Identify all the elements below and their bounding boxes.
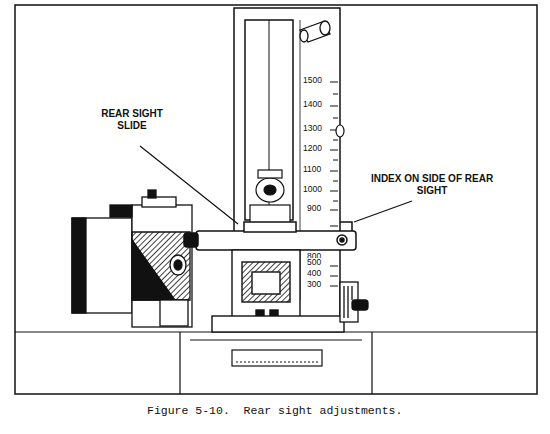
receiver-rail (236, 361, 318, 362)
sight-base (212, 316, 344, 332)
leaf-knob (300, 30, 308, 42)
aperture (250, 170, 290, 223)
sight-base (256, 310, 264, 316)
leaf-knob (300, 22, 330, 42)
sight-base (212, 250, 344, 332)
sight-housing (72, 190, 192, 327)
sight-housing (132, 232, 190, 300)
rear-sight-leaf (234, 8, 340, 328)
receiver-rail (190, 339, 362, 340)
windage-knob (340, 282, 368, 322)
range-scale-ticks (330, 82, 338, 286)
range-number: 1400 (302, 100, 323, 110)
sight-housing (72, 218, 86, 313)
figure-frame (15, 5, 537, 394)
range-number: 900 (306, 204, 322, 214)
sight-housing (110, 205, 132, 217)
range-number: 300 (306, 280, 322, 290)
windage-knob (352, 300, 368, 310)
range-number: 1200 (302, 144, 323, 154)
windage-knob (344, 286, 352, 318)
range-scale-ticks (333, 94, 338, 201)
sight-base (242, 262, 290, 302)
sight-base (252, 272, 280, 294)
rear-sight-leaf (234, 8, 340, 328)
range-number: 1300 (302, 124, 323, 134)
rear-sight-slide (184, 222, 356, 250)
part-label: INDEX ON SIDE OF REAR SIGHT (370, 173, 494, 196)
leaf-knob (300, 21, 330, 42)
side-knob (336, 125, 344, 137)
rear-sight-slide (337, 235, 347, 245)
part-label: REAR SIGHT SLIDE (92, 108, 172, 131)
range-number: 1000 (302, 185, 323, 195)
aperture (258, 170, 282, 178)
figure-caption: Figure 5-10. Rear sight adjustments. (147, 404, 402, 417)
receiver-rail (180, 332, 372, 394)
sight-housing (148, 190, 156, 198)
sight-base (270, 310, 278, 316)
aperture (250, 205, 290, 223)
sight-housing (132, 240, 175, 300)
rear-sight-slide (340, 222, 352, 231)
rear-sight-slide (184, 233, 198, 247)
leader-line (140, 146, 412, 224)
aperture (256, 178, 284, 202)
range-scale-ticks (330, 82, 338, 286)
sight-housing (72, 218, 132, 313)
leader-line (354, 201, 412, 222)
sight-housing (174, 260, 182, 270)
sight-housing (170, 255, 186, 275)
aperture (264, 185, 276, 195)
range-number: 1500 (302, 76, 323, 86)
sight-housing (132, 205, 192, 327)
leader-line (140, 146, 238, 224)
receiver-rail (232, 350, 322, 366)
rear-sight-slide (244, 222, 296, 232)
sight-housing (160, 300, 188, 326)
leaf-knob (320, 21, 330, 35)
sight-housing (142, 197, 176, 207)
range-number: 400 (306, 269, 322, 279)
receiver-rail (180, 332, 372, 394)
rear-sight-slide (196, 231, 356, 250)
range-number: 1100 (302, 165, 322, 175)
rear-sight-slide (340, 238, 344, 242)
rear-sight-leaf (245, 20, 293, 220)
range-number: 500 (306, 258, 322, 268)
